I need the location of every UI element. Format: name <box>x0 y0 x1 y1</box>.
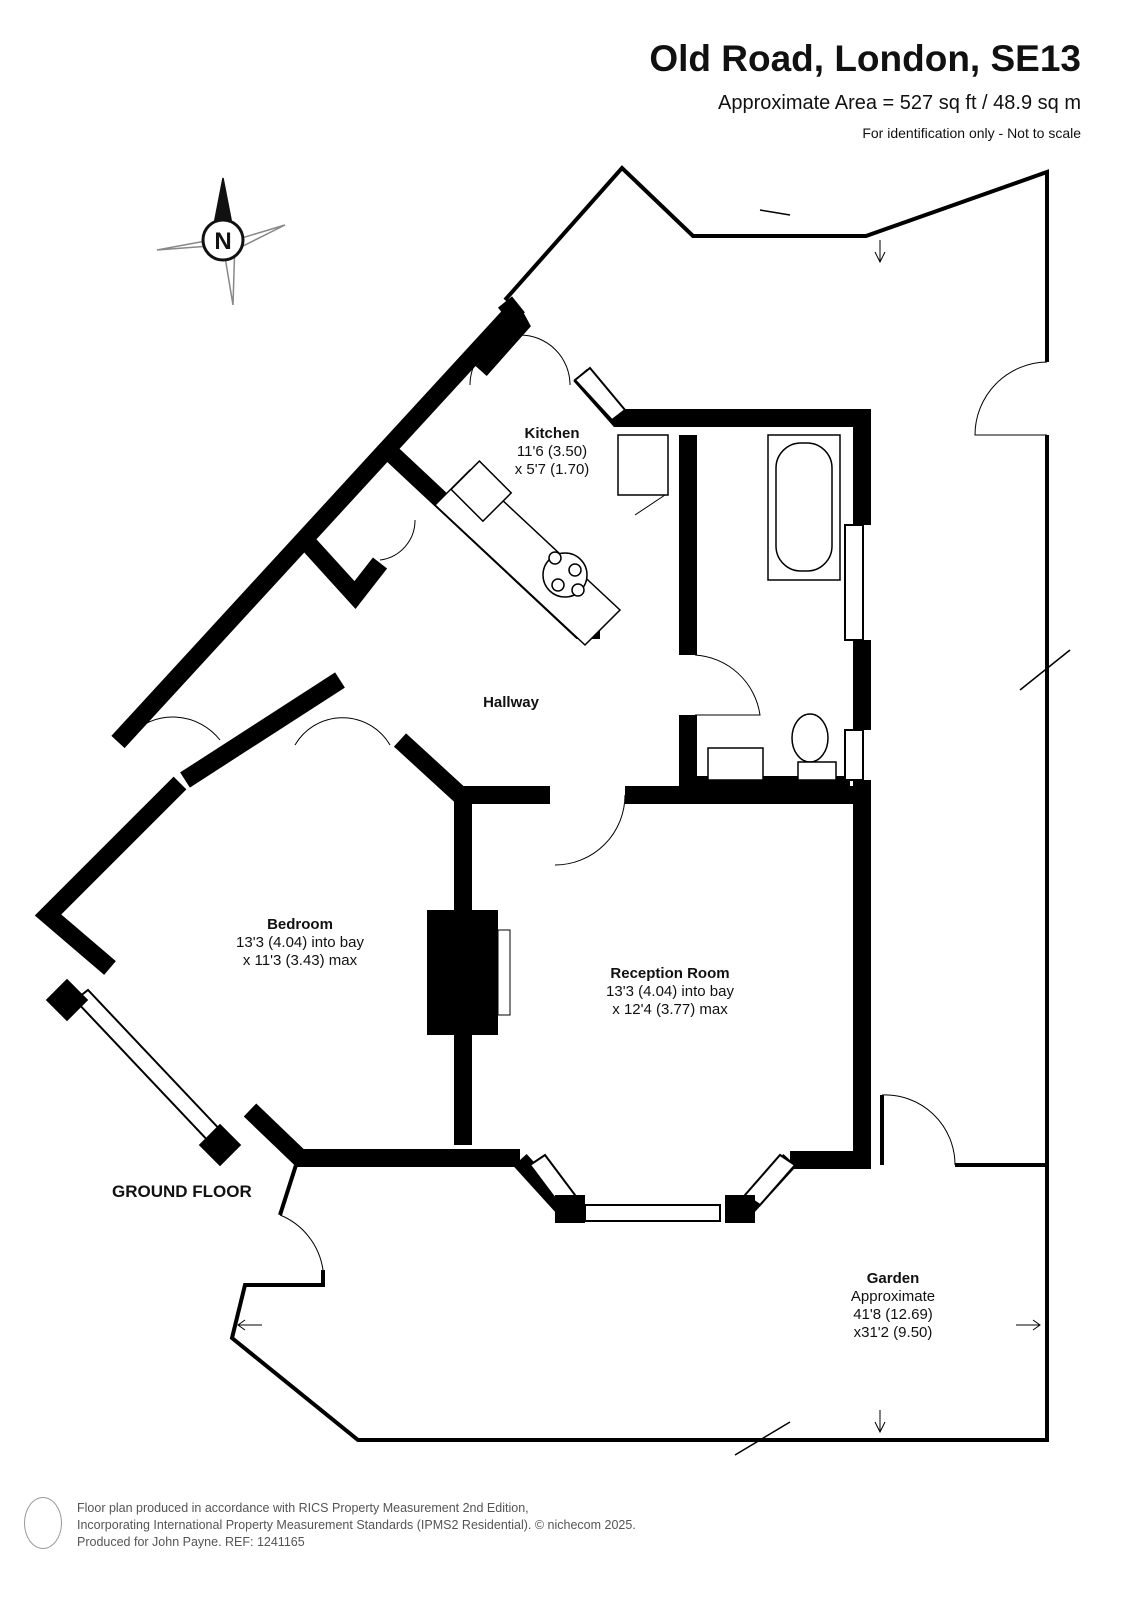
compass-icon: N <box>156 177 286 306</box>
person-icon <box>24 1497 62 1549</box>
room-hallway: Hallway <box>483 694 539 711</box>
svg-text:N: N <box>214 228 231 255</box>
footer-line: Incorporating International Property Mea… <box>77 1518 636 1532</box>
footer-line: Floor plan produced in accordance with R… <box>77 1501 529 1515</box>
windows <box>73 366 864 1222</box>
footer-line: Produced for John Payne. REF: 1241165 <box>77 1535 305 1549</box>
hearth <box>497 929 511 1016</box>
toilet-icon <box>791 713 829 763</box>
floor-label: GROUND FLOOR <box>112 1182 252 1201</box>
property-title: Old Road, London, SE13 <box>649 38 1081 79</box>
sink-icon <box>450 460 513 523</box>
garden-boundary <box>229 165 1049 1442</box>
basin-icon <box>707 747 764 781</box>
footer: Floor plan produced in accordance with R… <box>77 1500 636 1551</box>
chimney-breast <box>427 910 498 1035</box>
disclaimer: For identification only - Not to scale <box>862 125 1081 141</box>
approximate-area: Approximate Area = 527 sq ft / 48.9 sq m <box>718 92 1081 114</box>
fixtures <box>433 434 841 781</box>
